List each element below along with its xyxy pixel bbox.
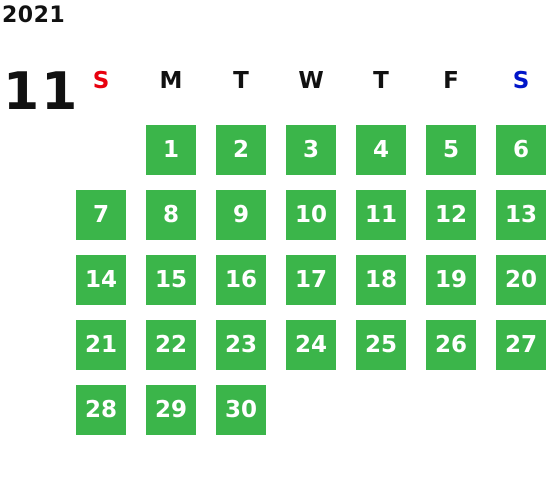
day-cell[interactable]: 13 (496, 190, 546, 240)
day-cell[interactable]: 19 (426, 255, 476, 305)
day-cell[interactable]: 22 (146, 320, 196, 370)
day-cell[interactable]: 27 (496, 320, 546, 370)
day-cell[interactable]: 6 (496, 125, 546, 175)
weekday-label: F (443, 68, 459, 94)
weekday-label: S (92, 68, 110, 94)
day-cell[interactable]: 4 (356, 125, 406, 175)
weekday-label: W (298, 68, 324, 94)
day-cell[interactable]: 21 (76, 320, 126, 370)
weekday-label: S (512, 68, 530, 94)
day-cell[interactable]: 18 (356, 255, 406, 305)
day-cell[interactable]: 17 (286, 255, 336, 305)
day-cell[interactable]: 23 (216, 320, 266, 370)
day-cell[interactable]: 29 (146, 385, 196, 435)
day-cell[interactable]: 8 (146, 190, 196, 240)
day-cell[interactable]: 5 (426, 125, 476, 175)
weekday-label: T (233, 68, 249, 94)
day-cell[interactable]: 30 (216, 385, 266, 435)
day-cell[interactable]: 7 (76, 190, 126, 240)
year-label: 2021 (2, 3, 66, 28)
weekday-label: M (159, 68, 183, 94)
day-cell[interactable]: 25 (356, 320, 406, 370)
month-number: 11 (3, 62, 80, 122)
weekday-label: T (373, 68, 389, 94)
day-cell[interactable]: 3 (286, 125, 336, 175)
day-cell[interactable]: 9 (216, 190, 266, 240)
day-cell[interactable]: 14 (76, 255, 126, 305)
day-cell[interactable]: 16 (216, 255, 266, 305)
day-cell[interactable]: 12 (426, 190, 476, 240)
day-cell[interactable]: 1 (146, 125, 196, 175)
day-cell[interactable]: 11 (356, 190, 406, 240)
day-cell[interactable]: 10 (286, 190, 336, 240)
day-cell[interactable]: 20 (496, 255, 546, 305)
day-cell[interactable]: 24 (286, 320, 336, 370)
day-cell[interactable]: 28 (76, 385, 126, 435)
day-cell[interactable]: 2 (216, 125, 266, 175)
day-cell[interactable]: 15 (146, 255, 196, 305)
day-cell[interactable]: 26 (426, 320, 476, 370)
